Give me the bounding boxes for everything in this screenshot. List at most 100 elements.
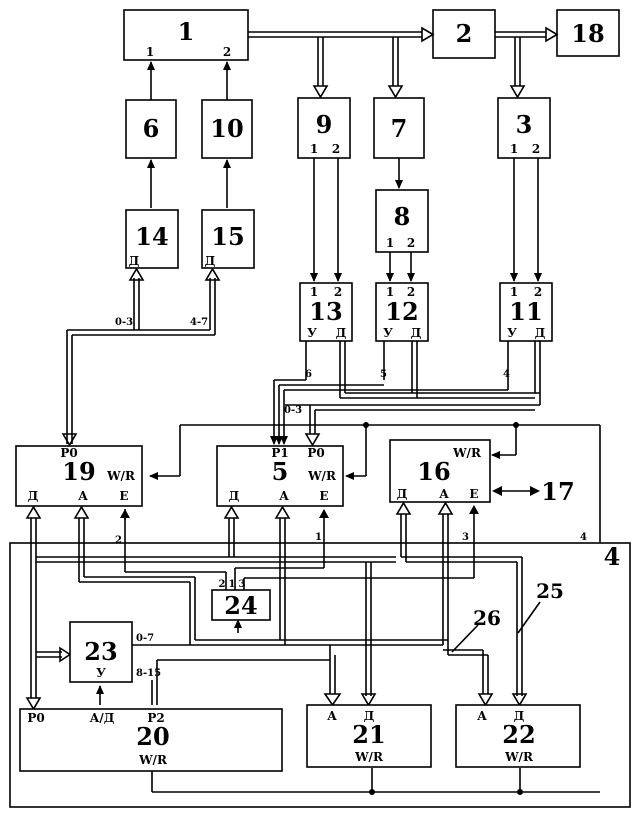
block-22-number: 22 bbox=[502, 720, 535, 749]
bus-label-0-7: 0-7 bbox=[136, 633, 154, 644]
block-15-number: 15 bbox=[211, 222, 244, 251]
block-3-port-2: 2 bbox=[532, 142, 540, 156]
block-8-port-2: 2 bbox=[407, 236, 415, 250]
block-22-port-a: А bbox=[477, 709, 487, 723]
block-11-number: 11 bbox=[509, 297, 542, 326]
block-5-port-d: Д bbox=[229, 489, 240, 503]
block-21: А Д 21 W/R bbox=[307, 705, 431, 767]
block-24-port-2: 2 bbox=[219, 579, 226, 590]
bus-label-4-7: 4-7 bbox=[190, 317, 208, 328]
block-4-number: 4 bbox=[604, 542, 621, 571]
block-16-port-wr: W/R bbox=[452, 446, 482, 460]
block-18-number: 18 bbox=[571, 19, 604, 48]
block-19-port-a: А bbox=[78, 489, 88, 503]
bus-label-0-3-b: 0-3 bbox=[284, 405, 302, 416]
block-19-port-e: Е bbox=[119, 489, 128, 503]
bus-label-4-a: 4 bbox=[503, 369, 510, 380]
bus-label-4-b: 4 bbox=[580, 532, 587, 543]
block-3: 3 1 2 bbox=[498, 98, 550, 158]
block-9-port-1: 1 bbox=[310, 142, 318, 156]
bus-label-8-15: 8-15 bbox=[136, 668, 161, 679]
block-19-port-d: Д bbox=[28, 489, 39, 503]
block-11-port-d: Д bbox=[535, 326, 546, 340]
block-23-number: 23 bbox=[84, 637, 117, 666]
block-1-number: 1 bbox=[178, 17, 195, 46]
block-3-port-1: 1 bbox=[510, 142, 518, 156]
block-10: 10 bbox=[202, 100, 252, 158]
block-8: 8 1 2 bbox=[376, 190, 428, 252]
block-13-port-d: Д bbox=[336, 326, 347, 340]
block-11-port-y: У bbox=[507, 326, 517, 340]
block-15: 15 Д bbox=[202, 210, 254, 268]
block-16-port-d: Д bbox=[397, 487, 408, 501]
block-5-port-p0: Р0 bbox=[307, 446, 324, 460]
block-5-port-wr: W/R bbox=[307, 469, 337, 483]
block-9-port-2: 2 bbox=[332, 142, 340, 156]
block-5: Р1 Р0 5 W/R Д А Е bbox=[217, 446, 343, 506]
bus-label-25: 25 bbox=[536, 579, 564, 603]
bus-13-12-11-to-5: 6 5 4 0-3 bbox=[274, 341, 540, 445]
block-2-number: 2 bbox=[456, 19, 473, 48]
block-10-number: 10 bbox=[210, 114, 243, 143]
block-8-number: 8 bbox=[394, 202, 411, 231]
block-24-number: 24 bbox=[224, 591, 257, 620]
block-12-number: 12 bbox=[385, 297, 418, 326]
block-20-port-wr: W/R bbox=[138, 753, 168, 767]
bus-label-0-3-a: 0-3 bbox=[115, 317, 133, 328]
block-9-number: 9 bbox=[316, 110, 333, 139]
block-8-port-1: 1 bbox=[386, 236, 394, 250]
block-14-number: 14 bbox=[135, 222, 168, 251]
block-1-port-1: 1 bbox=[146, 45, 154, 59]
bus-label-2: 2 bbox=[115, 535, 122, 546]
bus-label-6: 6 bbox=[305, 369, 312, 380]
block-12-port-d: Д bbox=[411, 326, 422, 340]
block-15-port-d: Д bbox=[205, 254, 216, 268]
bus-1-2-18 bbox=[248, 28, 557, 97]
block-21-port-a: А bbox=[327, 709, 337, 723]
bus-label-26: 26 bbox=[473, 606, 501, 630]
block-7: 7 bbox=[374, 98, 424, 158]
block-20-number: 20 bbox=[136, 722, 169, 751]
block-1-port-2: 2 bbox=[223, 45, 231, 59]
block-17-number: 17 bbox=[541, 477, 574, 506]
block-20: Р0 А/Д Р2 20 W/R bbox=[20, 709, 282, 771]
block-19-number: 19 bbox=[62, 457, 95, 486]
block-22-port-wr: W/R bbox=[504, 750, 534, 764]
block-11: 1 2 11 У Д bbox=[500, 283, 552, 341]
block-16-port-e: Е bbox=[469, 487, 478, 501]
block-20-port-ad: А/Д bbox=[90, 711, 115, 725]
block-13: 1 2 13 У Д bbox=[300, 283, 352, 341]
link-16-17: 17 bbox=[492, 477, 575, 506]
block-23-port-y: У bbox=[96, 666, 106, 680]
block-9: 9 1 2 bbox=[298, 98, 350, 158]
block-24-port-3: 3 bbox=[239, 579, 246, 590]
bus-19-to-14-15: 0-3 4-7 bbox=[63, 269, 219, 445]
bus-label-3: 3 bbox=[462, 532, 469, 543]
block-24-port-1: 1 bbox=[229, 579, 236, 590]
block-6: 6 bbox=[126, 100, 176, 158]
block-13-number: 13 bbox=[309, 297, 342, 326]
block-20-port-p0: Р0 bbox=[27, 711, 44, 725]
block-14: 14 Д bbox=[126, 210, 178, 268]
block-12-port-y: У bbox=[383, 326, 393, 340]
block-22: А Д 22 W/R bbox=[456, 705, 580, 767]
block-19: Р0 19 W/R Д А Е bbox=[16, 446, 142, 506]
block-5-port-e: Е bbox=[319, 489, 328, 503]
block-14-port-d: Д bbox=[129, 254, 140, 268]
block-19-port-wr: W/R bbox=[106, 469, 136, 483]
block-13-port-y: У bbox=[307, 326, 317, 340]
bus-label-5: 5 bbox=[380, 369, 387, 380]
block-21-port-wr: W/R bbox=[354, 750, 384, 764]
block-1: 1 1 2 bbox=[124, 10, 248, 60]
block-12: 1 2 12 У Д bbox=[376, 283, 428, 341]
bus-label-1: 1 bbox=[315, 532, 322, 543]
block-16: W/R 16 Д А Е bbox=[390, 440, 490, 502]
block-2: 2 bbox=[433, 10, 495, 58]
block-5-port-a: А bbox=[279, 489, 289, 503]
block-21-number: 21 bbox=[352, 720, 385, 749]
block-7-number: 7 bbox=[391, 114, 408, 143]
block-18: 18 bbox=[557, 10, 619, 56]
block-6-number: 6 bbox=[143, 114, 160, 143]
block-16-number: 16 bbox=[417, 457, 450, 486]
